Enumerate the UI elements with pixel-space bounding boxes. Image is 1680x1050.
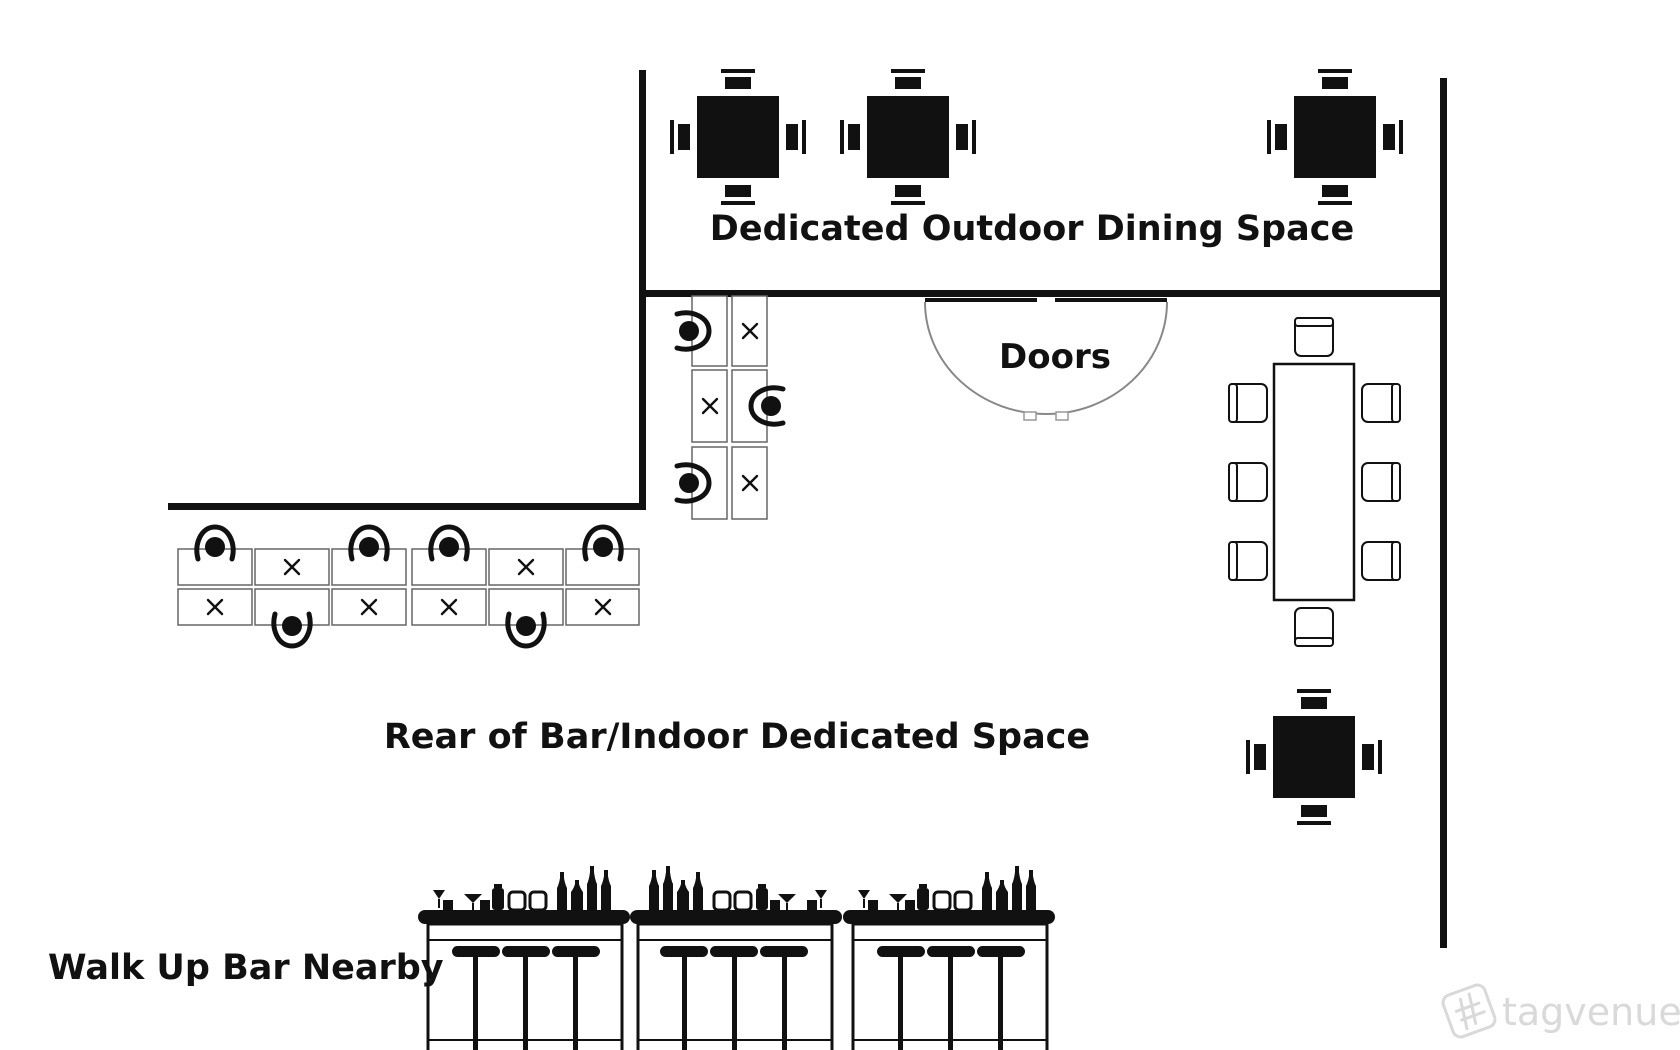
- outdoor-table-2: [840, 69, 976, 205]
- wall-indoor-left: [639, 290, 646, 510]
- bar-counter-section: [416, 864, 632, 1050]
- chair-icon: [1228, 541, 1268, 581]
- wall-lower-horizontal: [168, 503, 646, 510]
- chair-icon: [1361, 541, 1401, 581]
- chair-icon: [1294, 607, 1334, 647]
- chair-icon: [1228, 462, 1268, 502]
- bar-counter-section: [841, 864, 1057, 1050]
- walls: [168, 70, 1447, 948]
- horizontal-bench-seating: [177, 527, 640, 646]
- outdoor-table-3: [1267, 69, 1403, 205]
- wall-right: [1440, 78, 1447, 948]
- label-walk-up-bar: Walk Up Bar Nearby: [48, 948, 444, 988]
- label-outdoor-dining: Dedicated Outdoor Dining Space: [710, 209, 1354, 249]
- walk-up-bar: [416, 864, 1057, 1050]
- chair-icon: [1361, 383, 1401, 423]
- indoor-table: [1246, 689, 1382, 825]
- outdoor-table-1: [670, 69, 806, 205]
- bar-counter-section: [628, 864, 844, 1050]
- wall-outdoor-bottom: [639, 290, 1447, 297]
- tagvenue-logo-icon: [1441, 983, 1497, 1039]
- banquet-table: [1272, 362, 1356, 602]
- vertical-bench-seating: [677, 295, 783, 520]
- wall-outdoor-left: [639, 70, 646, 296]
- chair-icon: [1294, 317, 1334, 357]
- bench-cell: [565, 548, 640, 586]
- banquet-table-eight-seats: [1228, 317, 1401, 647]
- chair-icon: [1361, 462, 1401, 502]
- label-doors: Doors: [999, 337, 1111, 377]
- tagvenue-watermark: tagvenue: [1441, 983, 1680, 1039]
- label-indoor-space: Rear of Bar/Indoor Dedicated Space: [384, 717, 1090, 757]
- doors-symbol: [924, 298, 1168, 421]
- watermark-text: tagvenue: [1502, 990, 1680, 1034]
- chair-icon: [1228, 383, 1268, 423]
